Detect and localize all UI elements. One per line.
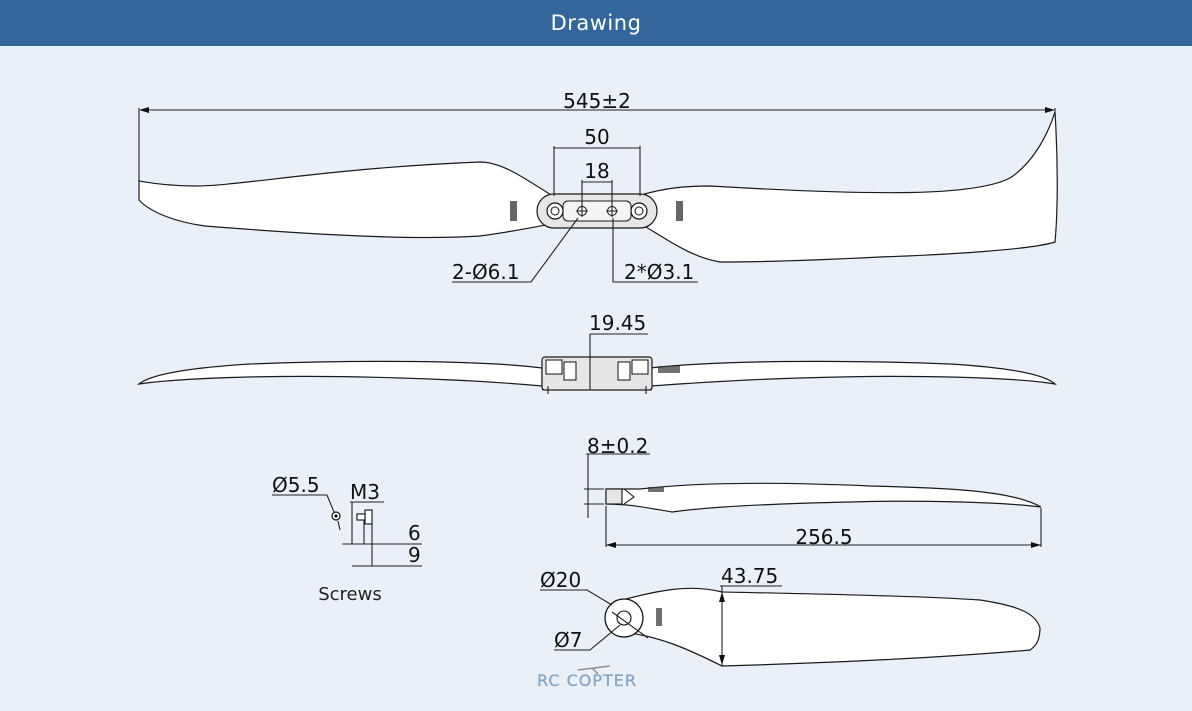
page-title: Drawing (550, 11, 642, 35)
top-view: 545±2 50 18 2-Ø6.1 2*Ø3.1 (138, 89, 1058, 284)
hub-diameter-label: Ø20 (540, 568, 581, 592)
screw-length-long-label: 9 (408, 543, 421, 567)
hole-spacing-label: 18 (584, 159, 609, 183)
screw-thread-label: M3 (350, 480, 380, 504)
hub-center-plate (562, 200, 632, 222)
left-blade-marking (510, 201, 517, 221)
right-blade-side (649, 360, 1057, 387)
right-blade-marking (676, 201, 683, 221)
left-blade-side (136, 360, 543, 387)
large-holes-label: 2-Ø6.1 (452, 260, 520, 284)
screw-length-short-label: 6 (408, 521, 421, 545)
watermark-text: RC COPTER (537, 671, 637, 690)
hub-length-label: 50 (584, 125, 609, 149)
blade-profile (605, 482, 1042, 513)
overall-length-label: 545±2 (563, 89, 631, 113)
right-blade-top (640, 111, 1058, 263)
blade-plan (621, 587, 1041, 667)
screws-caption: Screws (318, 584, 382, 605)
watermark: RC COPTER (537, 665, 637, 690)
screw-head-diameter-label: Ø5.5 (272, 473, 320, 497)
blade-profile-view: 8±0.2 256.5 (584, 434, 1042, 549)
page-header: Drawing (0, 0, 1192, 46)
blade-plan-view: Ø20 Ø7 43.75 (540, 564, 1041, 667)
bore-circle-icon (616, 610, 632, 626)
blade-root-label: 8±0.2 (587, 434, 648, 458)
left-blade-top (138, 161, 552, 239)
blade-length-label: 256.5 (795, 525, 852, 549)
small-holes-label: 2*Ø3.1 (624, 260, 694, 284)
bore-diameter-label: Ø7 (554, 628, 582, 652)
max-chord-label: 43.75 (721, 564, 778, 588)
side-view: 19.45 (136, 311, 1057, 394)
screws-view: Ø5.5 M3 6 9 Screws (272, 473, 422, 605)
screw-side-icon (364, 509, 373, 525)
hub-thickness-label: 19.45 (589, 311, 646, 335)
watermark-rotor-icon (577, 665, 611, 675)
propeller-drawing: 545±2 50 18 2-Ø6.1 2*Ø3.1 19.45 Ø5.5 (136, 89, 1058, 690)
